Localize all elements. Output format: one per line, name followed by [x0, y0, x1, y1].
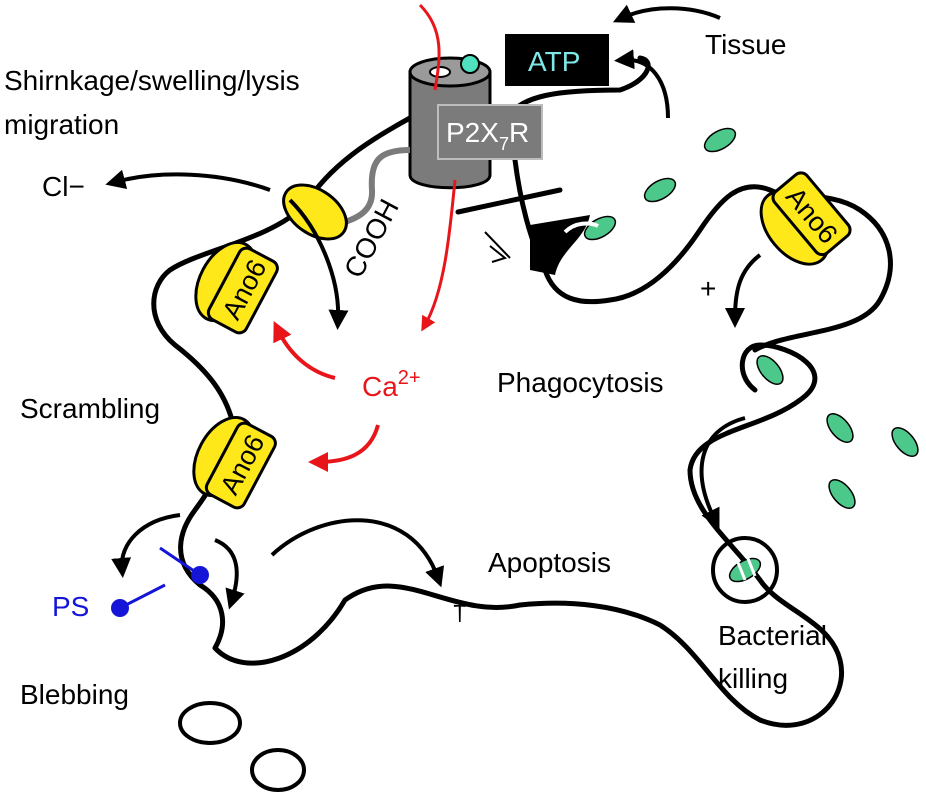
calcium-label: Ca2+ — [362, 367, 421, 402]
receptor-label-box — [437, 104, 543, 160]
atp-box — [505, 34, 609, 86]
cooh-label: COOH — [338, 194, 405, 283]
binding-partner — [282, 183, 348, 241]
shrinkage-label: Shirnkage/swelling/lysis — [4, 65, 300, 96]
ps-label: PS — [52, 591, 89, 622]
death-dagger: † — [452, 595, 468, 626]
bleb — [178, 701, 242, 745]
killed-bacterium — [728, 557, 762, 583]
membrane-inner-line — [455, 187, 563, 215]
calcium-influx-arrow — [421, 179, 457, 332]
phagocytosis-label: Phagocytosis — [497, 367, 664, 398]
bacteria-group — [583, 127, 919, 509]
chloride-arrow — [105, 169, 271, 192]
bacterial-label: Bacterial — [718, 620, 827, 651]
atp-label: ATP — [528, 46, 580, 77]
calcium-to-scrambling-arrow — [273, 320, 336, 380]
ano6-channel-right: Ano6 — [759, 171, 852, 266]
bacterium — [583, 215, 617, 241]
calcium-to-ano6-arrow — [308, 424, 380, 472]
cup-opening — [563, 221, 599, 234]
cell-membrane — [151, 115, 893, 728]
killing-label: killing — [718, 663, 788, 694]
phagolysosome — [711, 536, 779, 604]
bacterium — [703, 127, 737, 153]
bacterium — [828, 479, 856, 509]
migration-label: migration — [4, 109, 119, 140]
bacterium — [891, 427, 919, 457]
apoptosis-arrow — [270, 518, 445, 588]
ano6-channel-left-upper: Ano6 — [194, 241, 279, 335]
phagocytic-cup — [530, 215, 590, 275]
atp-release-arrow — [614, 49, 670, 119]
hollow-arrow — [484, 231, 511, 263]
apoptosis-label: Apoptosis — [488, 547, 611, 578]
receptor-red-line — [418, 3, 441, 91]
chloride-label: Cl− — [42, 171, 85, 202]
ano6-channel-left-lower: Ano6 — [192, 416, 277, 510]
atp-ligand — [460, 54, 480, 74]
tissue-arrow — [612, 4, 721, 23]
plus-sign: + — [700, 273, 716, 304]
bleb — [250, 748, 306, 792]
shrinkage-arrow — [288, 198, 349, 330]
receptor-label: P2X7R — [446, 117, 529, 154]
blebbing-label: Blebbing — [20, 679, 129, 710]
killed-bacterium-stripes — [735, 555, 757, 581]
ps-head-outer — [111, 599, 129, 617]
blebbing-arrow — [214, 538, 245, 610]
bacterium — [643, 177, 677, 203]
phagocytosis-arrow — [725, 253, 762, 328]
scrambling-label: Scrambling — [20, 393, 160, 424]
ps-head-inner — [191, 566, 209, 584]
tissue-label: Tissue — [705, 29, 786, 60]
bacterium — [756, 355, 784, 385]
killing-arrow — [699, 416, 746, 529]
p2x7-receptor: P2X7R — [315, 3, 543, 332]
ps-exposure-arrow — [111, 513, 181, 578]
bacterium — [826, 413, 854, 443]
